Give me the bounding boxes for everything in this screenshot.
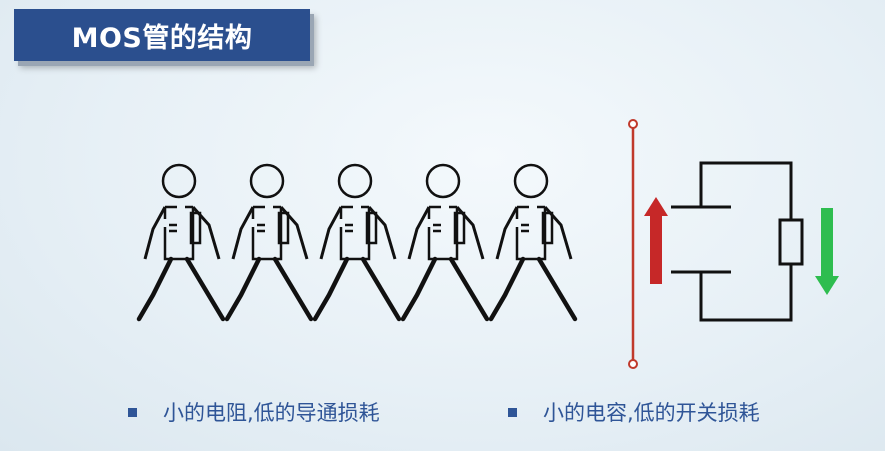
bullet-item-2: 小的电容,低的开关损耗 bbox=[508, 396, 760, 428]
bullet-square-icon bbox=[128, 407, 137, 417]
bullet-text-1: 小的电阻,低的导通损耗 bbox=[163, 401, 380, 425]
stick-figure-5 bbox=[491, 165, 575, 319]
bullet-text-2: 小的电容,低的开关损耗 bbox=[543, 401, 760, 425]
red-vertical-line bbox=[628, 119, 638, 369]
stick-figures bbox=[139, 165, 575, 319]
stick-figure-1 bbox=[139, 165, 223, 319]
up-arrow-icon bbox=[644, 197, 668, 284]
stick-figure-2 bbox=[227, 165, 311, 319]
bullet-square-icon bbox=[508, 407, 517, 417]
down-arrow-icon bbox=[815, 208, 839, 295]
bullet-item-1: 小的电阻,低的导通损耗 bbox=[128, 396, 380, 428]
stick-figure-3 bbox=[315, 165, 399, 319]
capacitor-resistor-circuit bbox=[671, 161, 804, 322]
page-title: MOS管的结构 bbox=[14, 9, 310, 61]
stick-figure-4 bbox=[403, 165, 487, 319]
